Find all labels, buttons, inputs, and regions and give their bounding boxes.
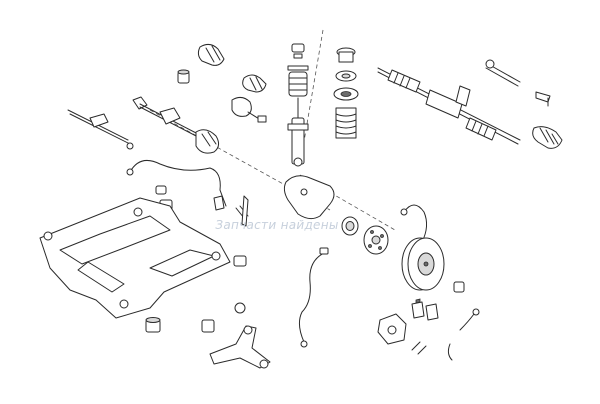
cv-boot-part[interactable]	[197, 43, 225, 66]
watermark-caption: Запчасти найдены	[215, 218, 339, 232]
brake-hose[interactable]	[400, 204, 428, 243]
bushing-part[interactable]	[177, 69, 190, 84]
caliper-guide-pins[interactable]	[411, 341, 453, 361]
subframe[interactable]	[39, 197, 231, 319]
coil-spring-stack[interactable]	[333, 47, 359, 139]
dust-cap[interactable]	[453, 281, 465, 293]
shock-absorber[interactable]	[287, 97, 309, 167]
wheel-bearing[interactable]	[341, 216, 359, 236]
assembly-guide-lines	[149, 29, 396, 231]
subframe-mounts[interactable]	[145, 255, 247, 333]
wheel-hub[interactable]	[363, 225, 389, 255]
axle-shaft-small[interactable]	[67, 109, 134, 150]
stabilizer-bar[interactable]	[126, 159, 227, 207]
brake-disc[interactable]	[401, 237, 445, 291]
abs-sensor-cable[interactable]	[298, 247, 329, 348]
tie-rod-end[interactable]	[485, 59, 551, 107]
dust-boot-part[interactable]	[242, 74, 267, 93]
brake-pads[interactable]	[411, 298, 439, 321]
lower-wishbone[interactable]	[209, 325, 271, 369]
rack-boot[interactable]	[532, 126, 563, 149]
control-arm[interactable]	[283, 175, 335, 220]
wear-sensor[interactable]	[459, 308, 480, 331]
drive-shaft-joint[interactable]	[231, 96, 267, 123]
brake-caliper[interactable]	[377, 313, 407, 345]
steering-rack[interactable]	[377, 67, 521, 145]
strut-top-mount[interactable]	[287, 43, 309, 97]
drive-shaft-left[interactable]	[132, 96, 220, 154]
